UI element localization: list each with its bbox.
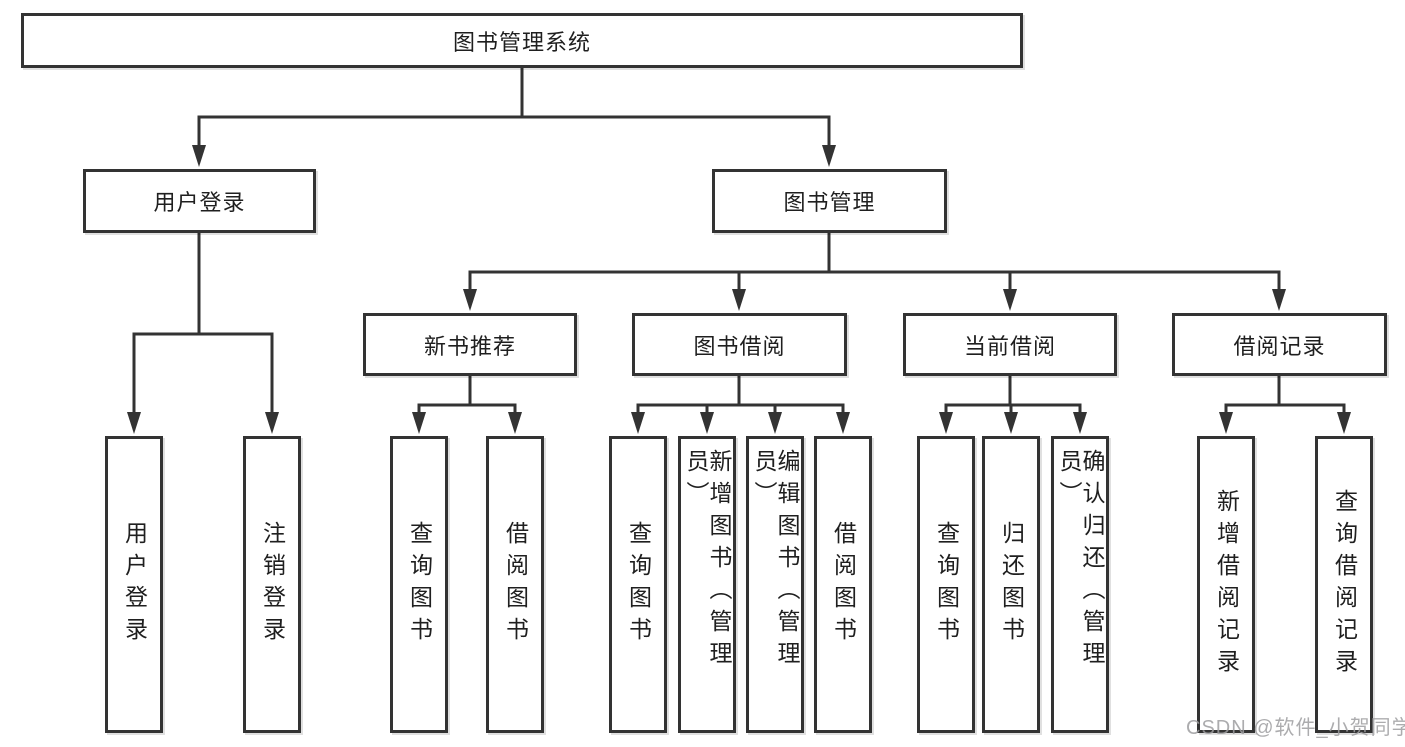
leaf-user-login: 用户登录: [105, 436, 163, 733]
connector-bookmgmt-to-level3: [468, 231, 1281, 294]
node-book-borrowing: 图书借阅: [632, 313, 847, 376]
connector-userlogin-to-leaves: [132, 231, 274, 416]
leaf-borrow-books-borrowing: 借阅图书: [814, 436, 872, 733]
csdn-watermark: CSDN @软件_小贺同学: [1186, 717, 1405, 739]
arrow-down-icon: [768, 412, 782, 434]
arrow-down-icon: [1073, 412, 1087, 434]
arrow-down-icon: [1337, 412, 1351, 434]
arrow-down-icon: [127, 412, 141, 434]
leaf-query-books-recommend: 查询图书: [390, 436, 448, 733]
node-current-borrowing: 当前借阅: [903, 313, 1117, 376]
connector-root-to-level2: [197, 66, 831, 149]
connector-current-to-leaves: [944, 374, 1082, 416]
arrow-down-icon: [631, 412, 645, 434]
connector-newbook-to-leaves: [417, 374, 517, 416]
arrow-down-icon: [192, 145, 206, 167]
leaf-query-borrow-record: 查询借阅记录: [1315, 436, 1373, 733]
node-user-login: 用户登录: [83, 169, 316, 233]
node-book-management: 图书管理: [712, 169, 947, 233]
arrowheads: [127, 145, 1351, 434]
leaf-edit-book-admin: 编辑图书（管理员）: [746, 436, 804, 733]
connector-records-to-leaves: [1224, 374, 1346, 416]
leaf-borrow-books-recommend: 借阅图书: [486, 436, 544, 733]
arrow-down-icon: [463, 289, 477, 311]
arrow-down-icon: [700, 412, 714, 434]
leaf-confirm-return-admin: 确认归还（管理员）: [1051, 436, 1109, 733]
arrow-down-icon: [508, 412, 522, 434]
arrow-down-icon: [1003, 289, 1017, 311]
leaf-add-book-admin: 新增图书（管理员）: [678, 436, 736, 733]
arrow-down-icon: [1004, 412, 1018, 434]
node-new-book-recommend: 新书推荐: [363, 313, 577, 376]
arrow-down-icon: [822, 145, 836, 167]
leaf-logout: 注销登录: [243, 436, 301, 733]
arrow-down-icon: [939, 412, 953, 434]
arrow-down-icon: [1272, 289, 1286, 311]
arrow-down-icon: [412, 412, 426, 434]
node-library-management-system: 图书管理系统: [21, 13, 1023, 68]
leaf-add-borrow-record: 新增借阅记录: [1197, 436, 1255, 733]
arrow-down-icon: [1219, 412, 1233, 434]
arrow-down-icon: [265, 412, 279, 434]
connector-borrowing-to-leaves: [636, 374, 845, 416]
leaf-return-books: 归还图书: [982, 436, 1040, 733]
arrow-down-icon: [836, 412, 850, 434]
leaf-query-books-borrowing: 查询图书: [609, 436, 667, 733]
arrow-down-icon: [732, 289, 746, 311]
leaf-query-books-current: 查询图书: [917, 436, 975, 733]
node-borrowing-records: 借阅记录: [1172, 313, 1387, 376]
